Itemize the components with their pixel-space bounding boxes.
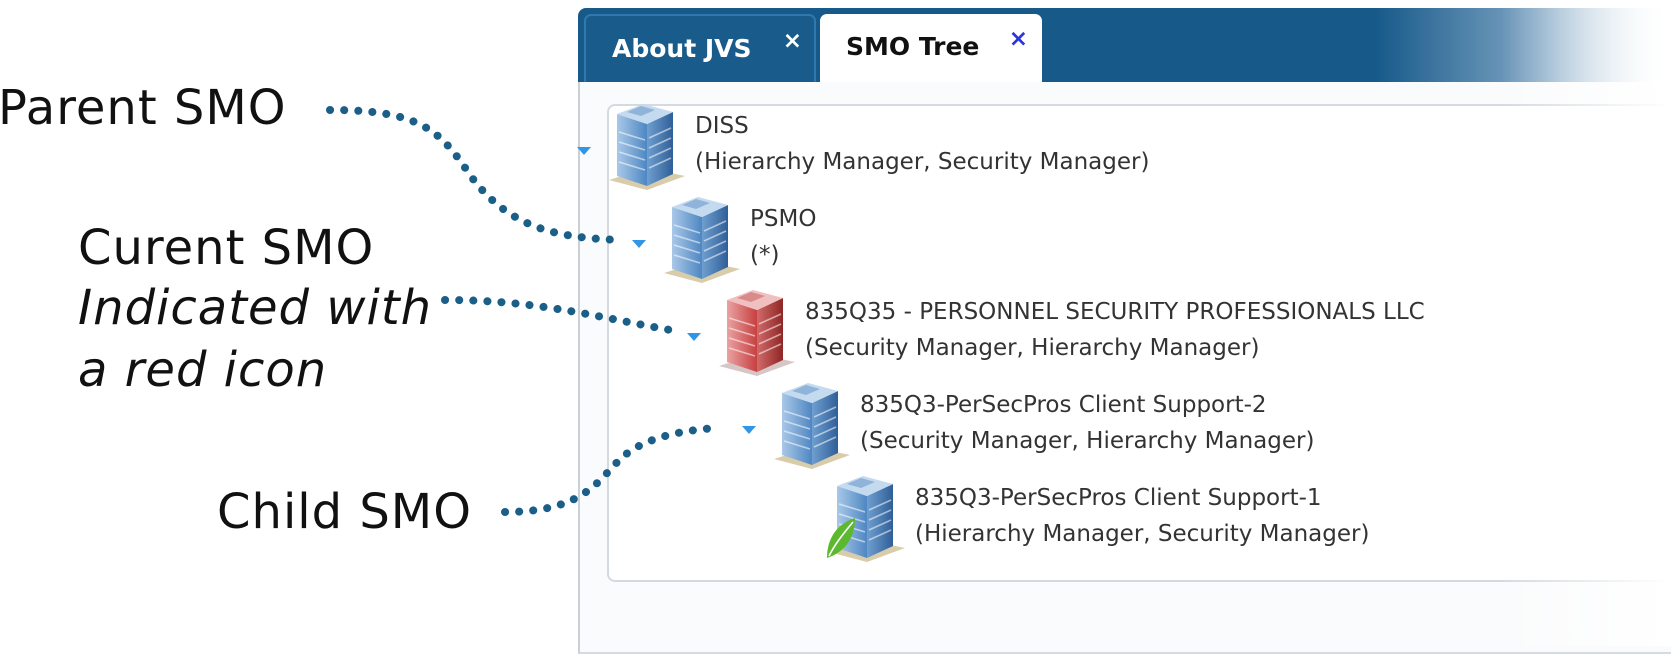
close-icon[interactable]: × [782,28,802,54]
smo-tree [607,104,1671,582]
tab-smo-tree[interactable]: SMO Tree × [820,14,1042,82]
tree-node-client-support-1[interactable]: 835Q3-PerSecPros Client Support-1 (Hiera… [915,480,1369,552]
tab-about-jvs[interactable]: About JVS × [584,14,816,82]
tab-label: SMO Tree [846,32,980,61]
node-roles: (*) [750,242,780,268]
expand-toggle-icon[interactable] [632,240,646,248]
jvs-window: About JVS × SMO Tree × [578,8,1671,654]
building-icon [663,196,741,283]
tab-label: About JVS [612,34,752,63]
callout-current-smo-note: Indicated with [78,280,433,336]
tree-node-psmo[interactable]: PSMO (*) [750,201,816,273]
node-name: DISS [695,113,749,139]
tree-node-client-support-2[interactable]: 835Q3-PerSecPros Client Support-2 (Secur… [860,387,1314,459]
node-name: PSMO [750,206,817,232]
callout-parent-smo: Parent SMO [0,80,287,136]
leaf-icon [827,518,855,558]
red-building-icon [718,289,796,376]
building-icon [608,103,686,190]
callout-child-smo: Child SMO [217,484,472,540]
expand-toggle-icon[interactable] [577,147,591,155]
node-name: 835Q3-PerSecPros Client Support-2 [860,392,1267,418]
expand-toggle-icon[interactable] [687,333,701,341]
node-name: 835Q35 - PERSONNEL SECURITY PROFESSIONAL… [805,299,1425,325]
smo-tree-panel [578,82,1671,654]
tree-node-diss[interactable]: DISS (Hierarchy Manager, Security Manage… [695,108,1149,180]
building-icon [773,382,851,469]
node-roles: (Security Manager, Hierarchy Manager) [805,335,1260,361]
building-leaf-icon [827,475,906,562]
close-icon[interactable]: × [1008,26,1028,52]
callout-current-smo: Curent SMO [78,220,375,276]
node-roles: (Hierarchy Manager, Security Manager) [915,521,1370,547]
tab-bar: About JVS × SMO Tree × [578,8,1671,82]
tree-node-current-smo[interactable]: 835Q35 - PERSONNEL SECURITY PROFESSIONAL… [805,294,1425,366]
callout-current-smo-note: a red icon [78,342,328,398]
node-roles: (Hierarchy Manager, Security Manager) [695,149,1150,175]
node-roles: (Security Manager, Hierarchy Manager) [860,428,1315,454]
node-name: 835Q3-PerSecPros Client Support-1 [915,485,1322,511]
expand-toggle-icon[interactable] [742,426,756,434]
